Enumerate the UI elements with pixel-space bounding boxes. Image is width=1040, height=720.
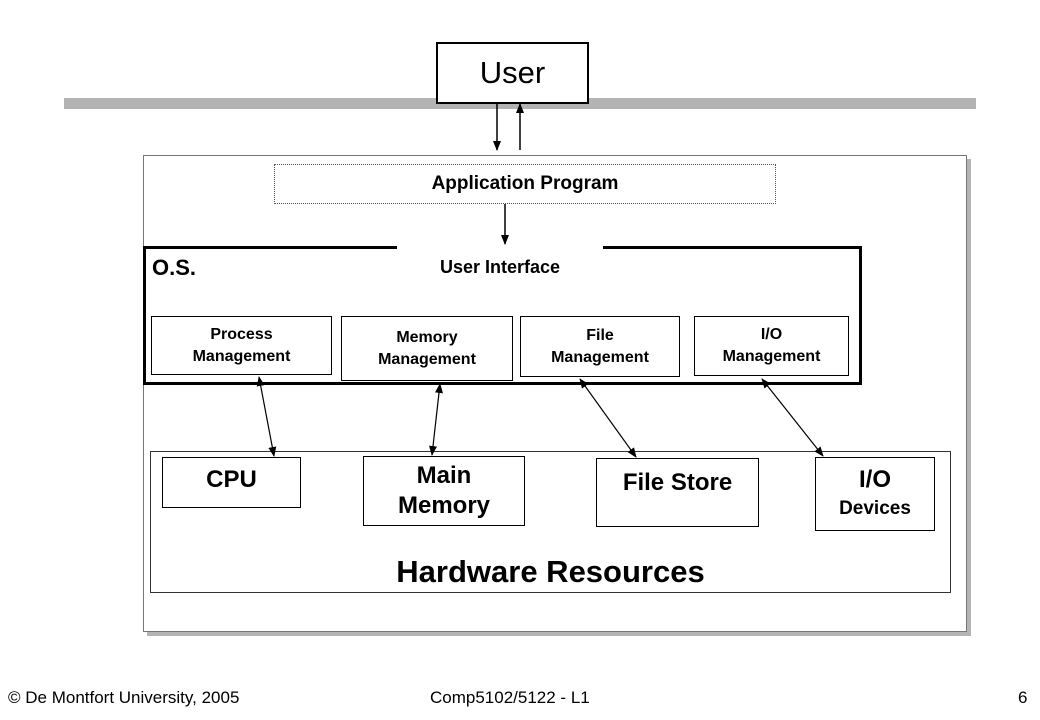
- os-label: O.S.: [152, 255, 197, 280]
- io-devices-line2: Devices: [839, 498, 911, 519]
- cpu-box: CPU: [162, 457, 301, 508]
- io-management-line2: Management: [722, 348, 821, 365]
- hardware-resources-label: Hardware Resources: [396, 554, 705, 589]
- footer-page-number: 6: [1018, 688, 1028, 707]
- process-management-line2: Management: [192, 347, 291, 365]
- io-management-box: I/O Management: [694, 316, 849, 376]
- user-interface-gap: [397, 245, 603, 251]
- process-management-box: Process Management: [151, 316, 332, 375]
- application-program-box: Application Program: [274, 164, 776, 204]
- io-management-line1: I/O: [760, 326, 783, 343]
- file-store-label: File Store: [622, 469, 733, 496]
- memory-main-memory-arrow: [429, 383, 443, 456]
- process-management-line1: Process: [210, 325, 273, 343]
- footer-copyright: © De Montfort University, 2005: [8, 688, 240, 707]
- file-management-box: File Management: [520, 316, 680, 377]
- cpu-label: CPU: [206, 466, 257, 493]
- file-store-arrow: [579, 378, 637, 458]
- footer-course: Comp5102/5122 - L1: [430, 688, 590, 707]
- file-management-line2: Management: [551, 348, 649, 366]
- io-devices-box: I/O Devices: [815, 457, 935, 531]
- main-memory-line1: Main: [416, 462, 472, 489]
- memory-management-box: Memory Management: [341, 316, 513, 381]
- memory-management-line1: Memory: [396, 328, 458, 346]
- user-box: User: [436, 42, 589, 104]
- main-memory-box: Main Memory: [363, 456, 525, 526]
- memory-management-line2: Management: [378, 350, 476, 368]
- file-store-box: File Store: [596, 458, 759, 527]
- io-devices-arrow: [761, 378, 824, 457]
- application-program-label: Application Program: [431, 173, 619, 194]
- main-memory-line2: Memory: [397, 492, 491, 519]
- user-label: User: [479, 55, 546, 90]
- user-interface-label: User Interface: [439, 256, 561, 277]
- io-devices-line1: I/O: [858, 466, 891, 493]
- file-management-line1: File: [586, 326, 614, 344]
- process-cpu-arrow: [256, 376, 277, 457]
